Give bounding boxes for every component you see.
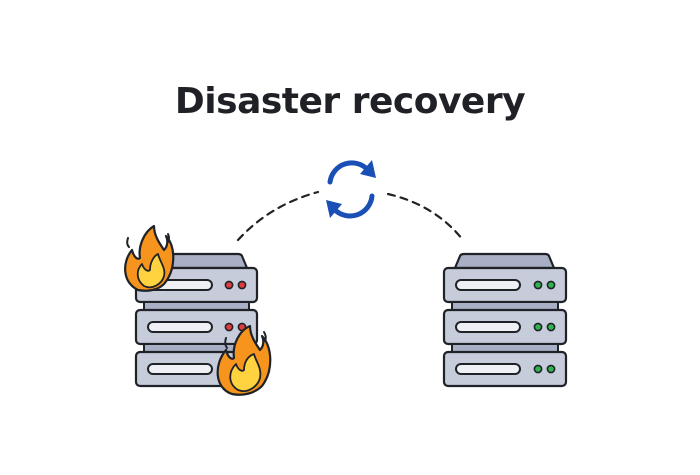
failed-server (134, 252, 259, 388)
diagram-title: Disaster recovery (174, 81, 526, 122)
status-led (533, 322, 543, 332)
status-led (237, 280, 247, 290)
status-led (546, 322, 556, 332)
status-led (546, 280, 556, 290)
status-led (533, 364, 543, 374)
connector-left (236, 190, 320, 242)
connector-right (386, 192, 465, 242)
status-led (546, 364, 556, 374)
server-top-cap (453, 252, 556, 270)
server-unit (134, 308, 259, 346)
fire-icon (124, 224, 175, 292)
server-unit (442, 266, 568, 304)
sync-icon (326, 160, 376, 219)
status-led (224, 322, 234, 332)
server-unit (442, 350, 568, 388)
status-led (224, 280, 234, 290)
status-led (533, 280, 543, 290)
fire-icon (216, 324, 272, 396)
backup-server (442, 252, 568, 388)
server-unit (442, 308, 568, 346)
